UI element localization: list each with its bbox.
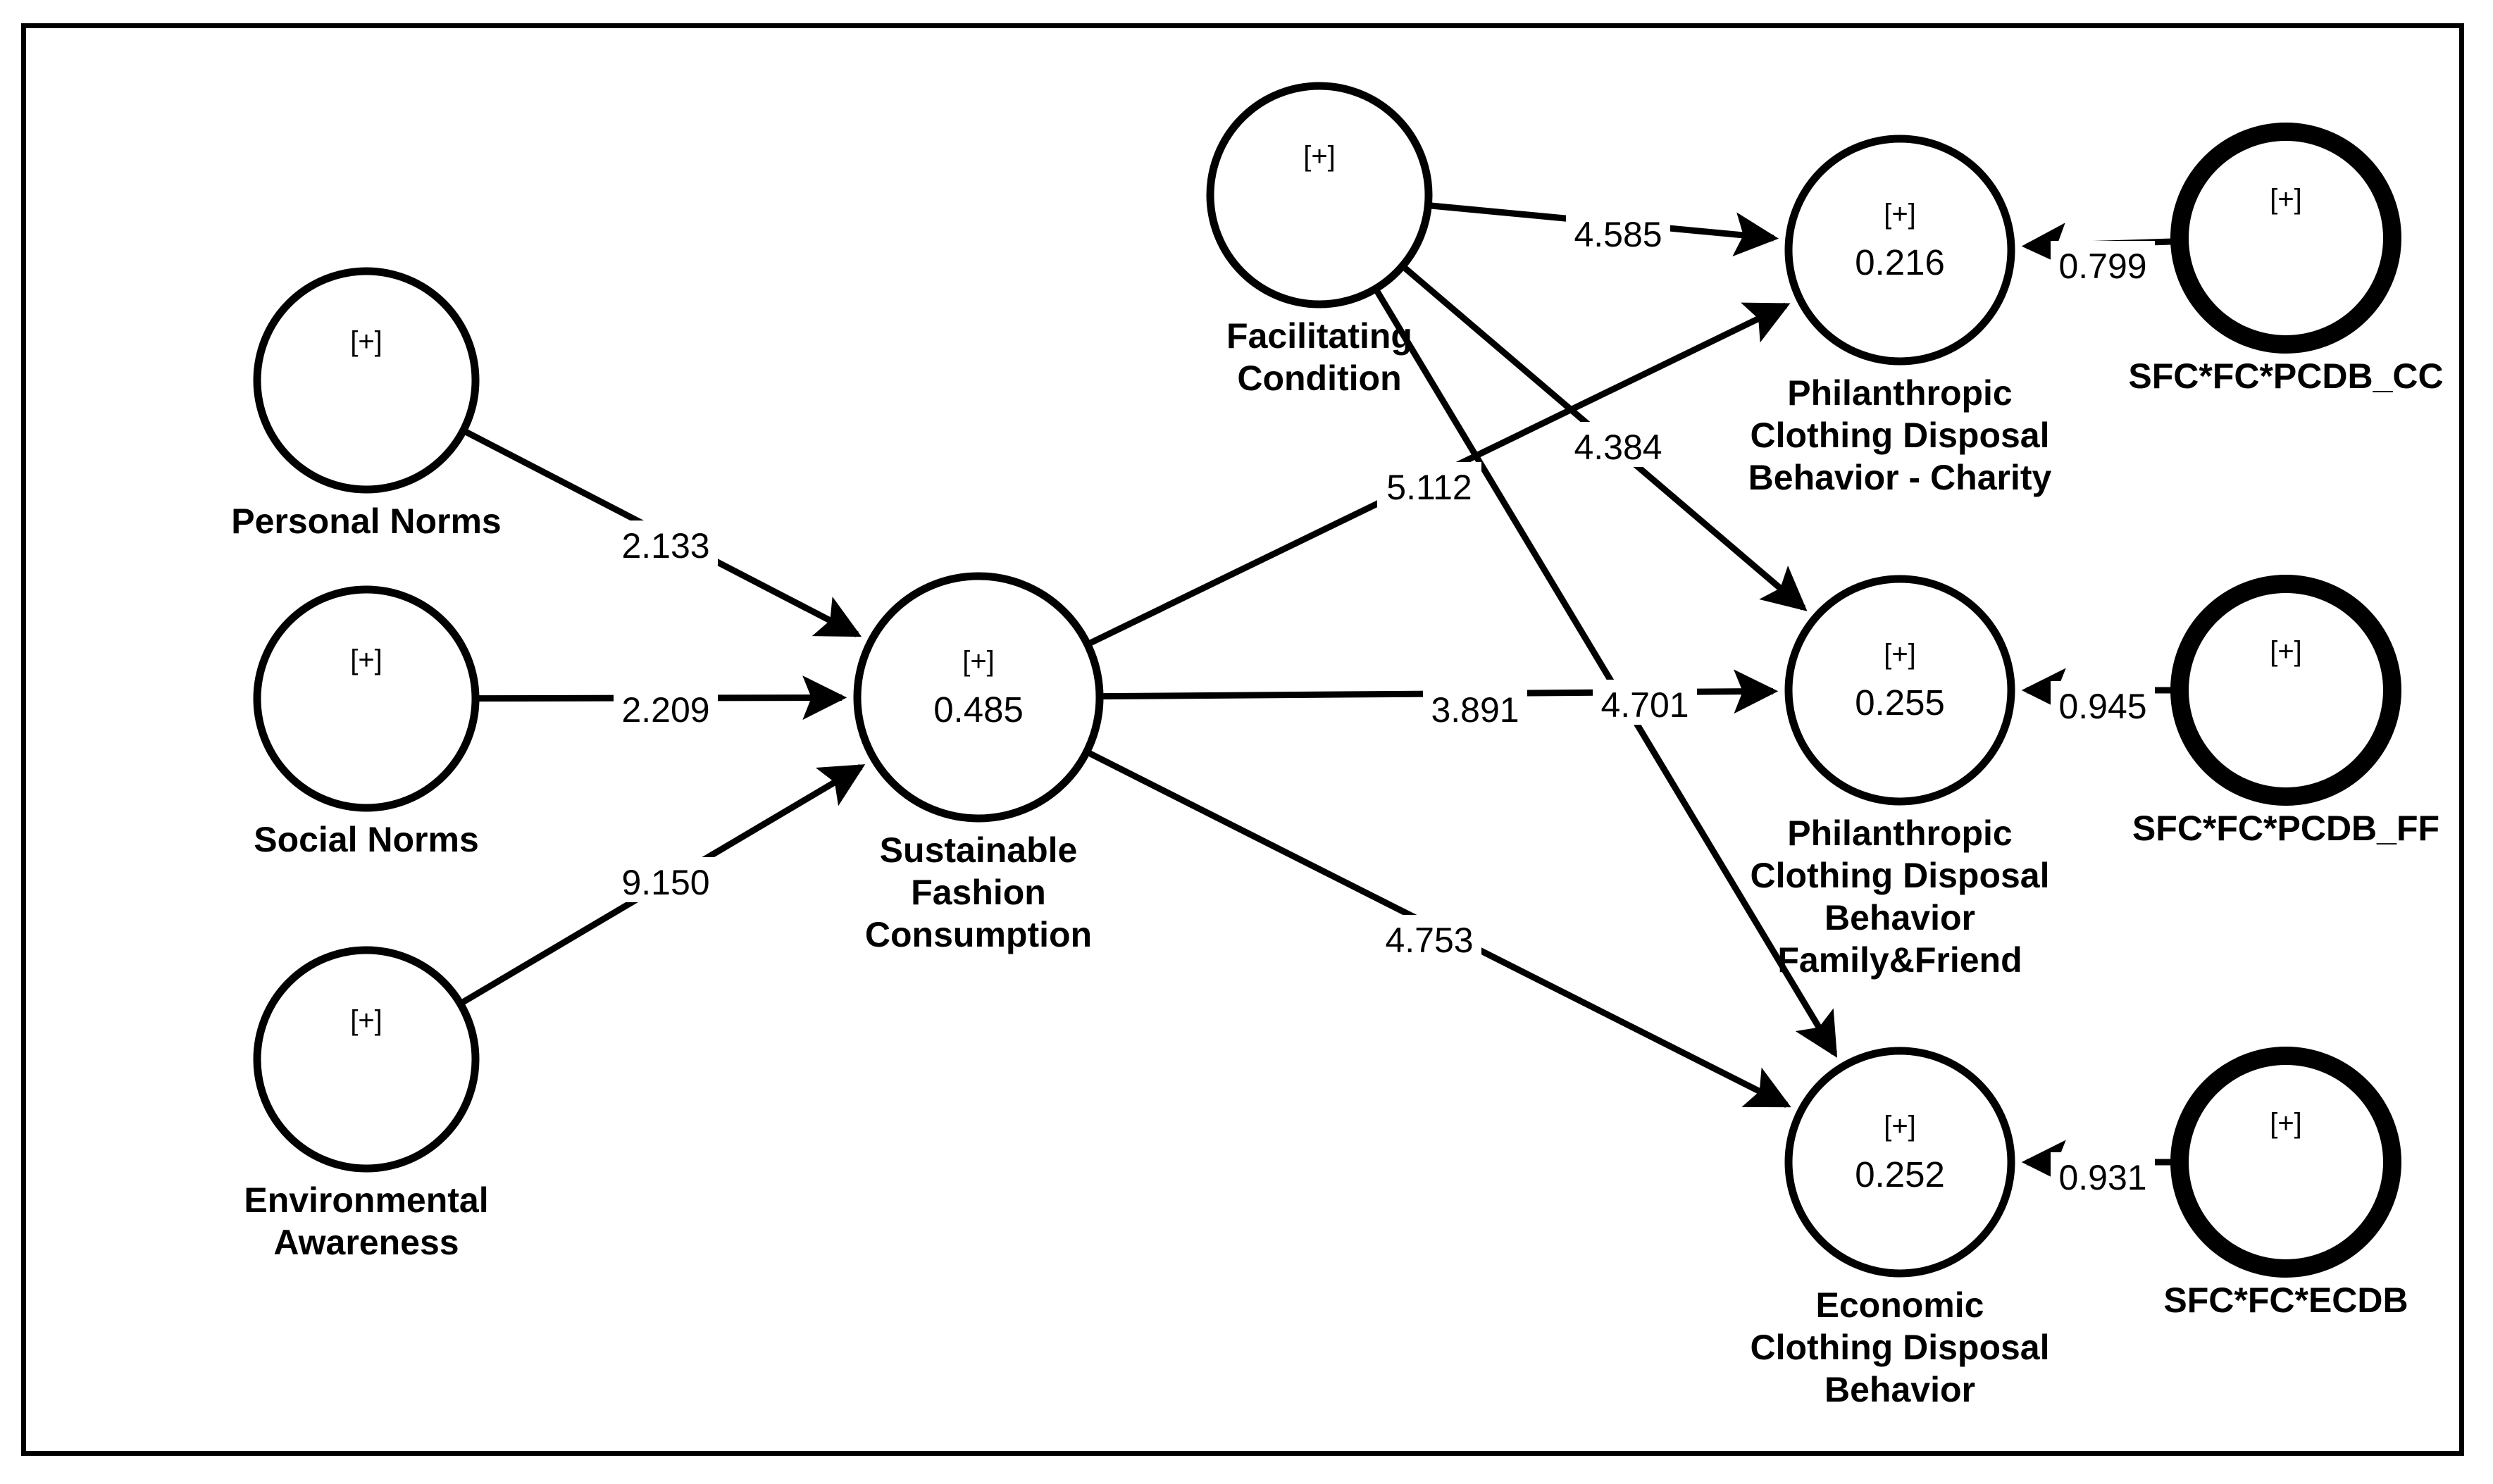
node-label-philanthropic-cdb-charity: Behavior - Charity: [1748, 458, 2052, 497]
node-sign-marker-icon: [+]: [2270, 636, 2302, 667]
node-label-economic-cdb: Behavior: [1824, 1370, 1975, 1409]
node-sign-marker-icon: [+]: [2270, 1108, 2302, 1139]
node-label-environmental-awareness: Environmental: [244, 1180, 488, 1220]
node-label-facilitating-condition: Facilitating: [1226, 316, 1412, 356]
edge-label-text: 0.931: [2058, 1158, 2146, 1197]
edge-labels-layer: 2.133 2.209 9.150 4.585 5.112 4.384 3.891 4.701…: [614, 209, 2155, 1197]
node-sign-marker-icon: [+]: [350, 644, 383, 675]
node-sfc-fc-pcdb-ff[interactable]: [+] SFC*FC*PCDB_FF: [2132, 575, 2439, 848]
node-label-philanthropic-cdb-family-friend: Behavior: [1824, 898, 1975, 937]
node-circle-facilitating-condition: [1206, 82, 1433, 308]
edge-label-sfc-to-pcdbff: 3.891: [1423, 685, 1527, 730]
node-circle-sfc-fc-ecdb: [2170, 1047, 2401, 1278]
node-sfc-fc-ecdb[interactable]: [+] SFC*FC*ECDB: [2163, 1047, 2408, 1320]
edge-label-text: 4.585: [1574, 215, 1662, 254]
edge-label-text: 0.799: [2058, 247, 2146, 286]
node-sign-marker-icon: [+]: [1884, 639, 1916, 670]
node-sign-marker-icon: [+]: [1884, 199, 1916, 230]
node-sign-marker-icon: [+]: [350, 1005, 383, 1036]
node-label-sfc-fc-pcdb-cc: SFC*FC*PCDB_CC: [2128, 356, 2443, 396]
node-label-philanthropic-cdb-charity: Philanthropic: [1787, 373, 2012, 413]
edge-label-text: 9.150: [621, 863, 709, 902]
node-label-philanthropic-cdb-family-friend: Philanthropic: [1787, 813, 2012, 853]
edge-line-fc-to-ecdb: [1374, 289, 1838, 1058]
node-r2-value-philanthropic-cdb-family-friend: 0.255: [1855, 682, 1945, 723]
node-label-sustainable-fashion-consumption: Consumption: [865, 915, 1092, 954]
edge-label-mod-cc: 0.799: [2051, 241, 2155, 286]
edge-label-text: 4.753: [1385, 921, 1473, 960]
node-label-philanthropic-cdb-family-friend: Family&Friend: [1777, 940, 2022, 980]
node-r2-value-economic-cdb: 0.252: [1855, 1154, 1945, 1195]
edge-label-mod-ff: 0.945: [2051, 681, 2155, 726]
node-circle-sustainable-fashion-consumption: [853, 572, 1104, 823]
node-label-sfc-fc-ecdb: SFC*FC*ECDB: [2163, 1280, 2408, 1320]
edge-label-fc-to-pcdbff: 4.384: [1566, 422, 1670, 467]
node-sign-marker-icon: [+]: [2270, 184, 2302, 215]
node-social-norms[interactable]: [+] Social Norms: [253, 585, 480, 859]
node-sign-marker-icon: [+]: [1884, 1111, 1916, 1142]
edge-label-fc-to-pcdbcc: 4.585: [1566, 209, 1670, 254]
node-label-economic-cdb: Clothing Disposal: [1751, 1328, 2050, 1367]
node-label-economic-cdb: Economic: [1816, 1285, 1984, 1325]
edge-fc-to-ecdb[interactable]: [1374, 289, 1838, 1058]
node-label-sustainable-fashion-consumption: Sustainable: [880, 830, 1078, 870]
node-circle-philanthropic-cdb-charity: [1784, 135, 2015, 366]
node-sfc-fc-pcdb-cc[interactable]: [+] SFC*FC*PCDB_CC: [2128, 123, 2444, 396]
node-sign-marker-icon: [+]: [962, 646, 995, 677]
edge-label-text: 2.133: [621, 526, 709, 566]
node-label-social-norms: Social Norms: [254, 820, 479, 859]
node-sign-marker-icon: [+]: [350, 326, 383, 357]
edge-label-text: 5.112: [1386, 468, 1472, 507]
edge-label-sfc-to-pcdbcc: 5.112: [1377, 462, 1481, 507]
edge-label-fc-to-ecdb: 4.701: [1593, 680, 1697, 725]
node-circle-philanthropic-cdb-family-friend: [1784, 575, 2015, 806]
node-personal-norms[interactable]: [+] Personal Norms: [231, 267, 502, 541]
node-r2-value-sustainable-fashion-consumption: 0.485: [933, 690, 1024, 730]
edge-label-text: 2.209: [621, 690, 709, 730]
edge-label-text: 3.891: [1431, 690, 1519, 730]
node-label-environmental-awareness: Awareness: [273, 1223, 459, 1262]
node-r2-value-philanthropic-cdb-charity: 0.216: [1855, 242, 1945, 282]
node-circle-personal-norms: [253, 267, 480, 494]
node-circle-sfc-fc-pcdb-ff: [2170, 575, 2401, 806]
edge-label-pn-to-sfc: 2.133: [614, 520, 718, 566]
node-label-sfc-fc-pcdb-ff: SFC*FC*PCDB_FF: [2132, 809, 2439, 848]
node-circle-economic-cdb: [1784, 1047, 2015, 1278]
nodes-layer: [+] Personal Norms [+] Social Norms [+] Envir…: [231, 82, 2444, 1409]
node-label-personal-norms: Personal Norms: [231, 501, 501, 541]
edge-label-text: 4.384: [1574, 428, 1662, 467]
node-circle-sfc-fc-pcdb-cc: [2170, 123, 2401, 354]
node-label-philanthropic-cdb-family-friend: Clothing Disposal: [1751, 856, 2050, 895]
node-label-facilitating-condition: Condition: [1237, 358, 1401, 398]
node-label-sustainable-fashion-consumption: Fashion: [911, 873, 1046, 912]
edge-label-sfc-to-ecdb: 4.753: [1377, 915, 1481, 960]
edge-label-text: 4.701: [1600, 685, 1689, 725]
node-circle-environmental-awareness: [253, 946, 480, 1173]
node-circle-social-norms: [253, 585, 480, 812]
node-label-philanthropic-cdb-charity: Clothing Disposal: [1751, 416, 2050, 455]
node-sign-marker-icon: [+]: [1303, 141, 1336, 172]
edge-label-sn-to-sfc: 2.209: [614, 685, 718, 730]
edge-label-mod-ecdb: 0.931: [2051, 1152, 2155, 1197]
edge-label-text: 0.945: [2058, 687, 2146, 726]
edge-label-ea-to-sfc: 9.150: [614, 857, 718, 902]
